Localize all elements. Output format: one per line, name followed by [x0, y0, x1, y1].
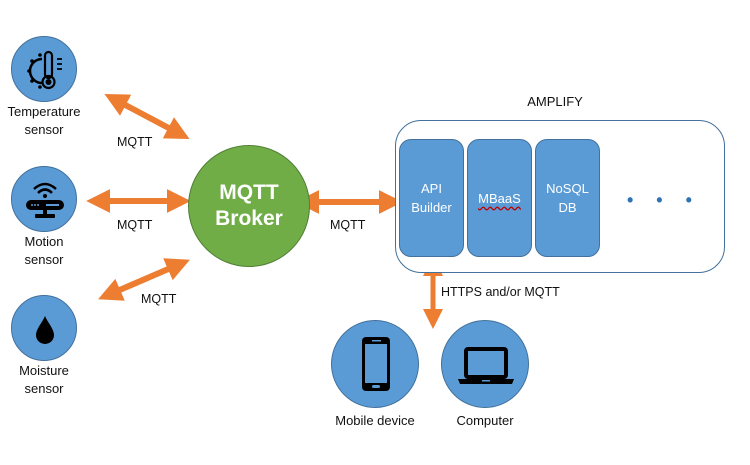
label-line: sensor: [24, 252, 64, 267]
mbaas-service: MBaaS: [467, 139, 532, 257]
more-services-ellipsis: • • •: [627, 190, 701, 210]
service-label-line: Builder: [411, 200, 452, 215]
broker-label-line2: Broker: [215, 207, 283, 230]
wifi-router-icon: [26, 182, 64, 218]
protocol-label-broker-amplify: MQTT: [330, 218, 366, 232]
amplify-title: AMPLIFY: [527, 94, 583, 109]
laptop-icon: [458, 347, 514, 384]
protocol-label-moisture: MQTT: [141, 292, 177, 306]
mobile-device-node: [331, 320, 419, 408]
label-line: sensor: [24, 381, 64, 396]
mqtt-broker-node: MQTT Broker: [188, 145, 310, 267]
temperature-sensor-label: Temperature sensor: [0, 103, 88, 139]
label-line: sensor: [24, 122, 64, 137]
motion-sensor-node: [11, 166, 77, 232]
service-label-line: DB: [558, 200, 577, 215]
protocol-label-motion: MQTT: [117, 218, 153, 232]
service-label-line: MBaaS: [478, 190, 521, 206]
service-label-line: NoSQL: [546, 181, 589, 196]
nosql-db-service: NoSQL DB: [535, 139, 600, 257]
label-line: Motion: [24, 234, 64, 249]
water-drop-icon: [36, 316, 54, 344]
smartphone-icon: [362, 337, 390, 391]
label-line: Moisture: [19, 363, 69, 378]
moisture-sensor-label: Moisture sensor: [0, 362, 88, 398]
arrow-temperature-broker: [104, 93, 190, 140]
mobile-device-label: Mobile device: [335, 413, 415, 428]
temperature-sensor-node: [11, 36, 77, 102]
protocol-label-clients: HTTPS and/or MQTT: [441, 285, 560, 299]
motion-sensor-label: Motion sensor: [0, 233, 88, 269]
arrow-moisture-broker: [98, 258, 190, 301]
broker-label-line1: MQTT: [219, 181, 279, 204]
computer-label: Computer: [456, 413, 514, 428]
thermometer-sun-icon: [27, 50, 62, 90]
protocol-label-temperature: MQTT: [117, 135, 153, 149]
api-builder-service: API Builder: [399, 139, 464, 257]
moisture-sensor-node: [11, 295, 77, 361]
computer-node: [441, 320, 529, 408]
service-label-line: API: [421, 181, 442, 196]
label-line: Temperature: [7, 104, 81, 119]
